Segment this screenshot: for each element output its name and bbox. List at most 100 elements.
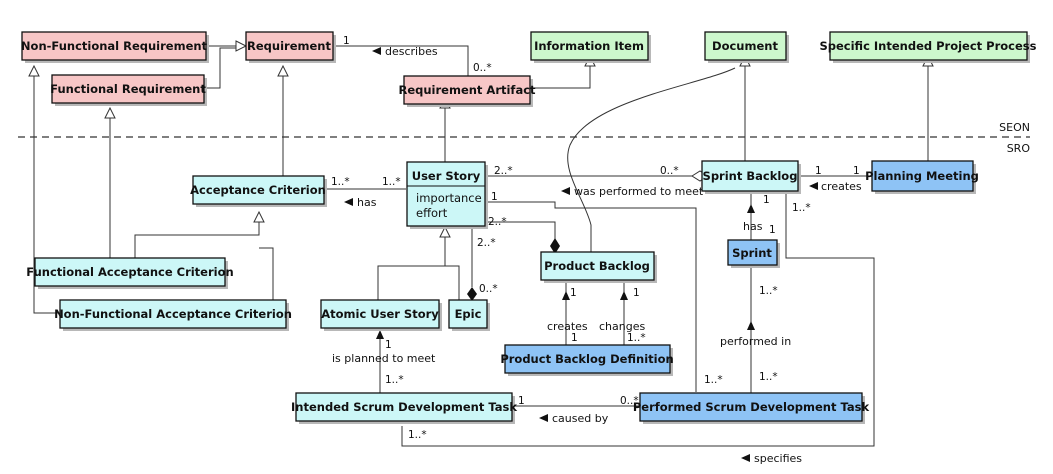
class-name: Product Backlog Definition	[500, 352, 673, 366]
label-performed-in: performed in	[720, 335, 791, 348]
label-changes: changes	[599, 320, 645, 333]
class-sprint-backlog[interactable]: Sprint Backlog	[701, 160, 801, 194]
class-product-backlog[interactable]: Product Backlog	[540, 251, 657, 283]
label-creates-pb: creates	[547, 320, 588, 333]
label-is-planned-to-meet: is planned to meet	[332, 352, 436, 365]
direction-arrow-changes	[620, 291, 628, 300]
class-intended-scrum-development-task[interactable]: Intended Scrum Development Task	[291, 392, 517, 424]
gen-functional-to-requirement	[204, 47, 236, 89]
gen-atomic-to-userstory	[377, 227, 446, 300]
mult-intended-caused: 1	[518, 395, 525, 407]
class-name: Acceptance Criterion	[190, 183, 326, 197]
label-describes: describes	[385, 45, 438, 58]
class-non-functional-acceptance-criterion[interactable]: Non-Functional Acceptance Criterion	[54, 299, 292, 331]
mult-intended-planned: 1..*	[385, 374, 404, 386]
class-name: Intended Scrum Development Task	[291, 400, 517, 414]
gen-nonfunctional-acc-to-acceptance	[259, 247, 274, 301]
mult-describes-artifact: 0..*	[473, 62, 492, 74]
class-name: Requirement Artifact	[398, 83, 536, 97]
gen-productbacklog-to-document	[567, 67, 736, 252]
mult-has-userstory: 1..*	[382, 176, 401, 188]
class-functional-acceptance-criterion[interactable]: Functional Acceptance Criterion	[26, 257, 234, 289]
direction-arrow-caused	[539, 414, 548, 422]
mult-userstory-backlog: 2..*	[494, 165, 513, 177]
mult-story-epic: 2..*	[477, 237, 496, 249]
class-sprint[interactable]: Sprint	[727, 239, 780, 268]
direction-arrow-planned	[376, 330, 384, 339]
mult-planning-right: 1	[853, 165, 860, 177]
class-performed-scrum-development-task[interactable]: Performed Scrum Development Task	[633, 392, 870, 424]
mult-sprintbacklog-story: 0..*	[660, 165, 679, 177]
gen-nonfunctional-acc-to-nonfunctional	[33, 66, 60, 314]
mult-pb-creates: 1	[570, 287, 577, 299]
direction-arrow-has-sprint	[747, 204, 755, 213]
class-name: Specific Intended Project Process	[819, 39, 1036, 53]
class-user-story[interactable]: User Story importance effort	[406, 161, 488, 229]
label-was-performed-to-meet: was performed to meet	[574, 185, 704, 198]
edge-labels: describes has was performed to meet crea…	[332, 45, 862, 465]
layer-label-sro: SRO	[1007, 142, 1031, 155]
triangle-acceptance	[253, 210, 265, 223]
label-caused-by: caused by	[552, 412, 609, 425]
class-product-backlog-definition[interactable]: Product Backlog Definition	[500, 344, 674, 376]
class-atomic-user-story[interactable]: Atomic User Story	[320, 299, 442, 331]
gen-epic-to-userstory	[445, 265, 460, 300]
class-epic[interactable]: Epic	[448, 299, 490, 331]
class-name: Functional Requirement	[50, 82, 206, 96]
class-requirement-artifact[interactable]: Requirement Artifact	[398, 75, 536, 107]
class-functional-requirement[interactable]: Functional Requirement	[50, 74, 207, 106]
mult-perf-meet: 1..*	[704, 374, 723, 386]
mult-story-performed: 1	[491, 191, 498, 203]
composition-diamond-epic	[467, 287, 477, 301]
class-requirement[interactable]: Requirement	[245, 31, 336, 63]
class-name: Planning Meeting	[865, 169, 979, 183]
edges	[33, 45, 929, 447]
direction-arrow-performed-to-meet	[561, 187, 570, 195]
assoc-describes	[335, 45, 469, 76]
class-name: Document	[712, 39, 778, 53]
composition-diamond-productbacklog	[550, 238, 560, 254]
mult-sprintbacklog-has: 1	[763, 194, 770, 206]
label-specifies: specifies	[754, 452, 802, 465]
mult-epic-story: 0..*	[479, 283, 498, 295]
class-non-functional-requirement[interactable]: Non-Functional Requirement	[21, 31, 209, 63]
class-name: Sprint Backlog	[703, 169, 798, 183]
direction-arrow-describes	[372, 47, 381, 55]
mult-story-productbacklog: 2..*	[488, 216, 507, 228]
class-name: Information Item	[534, 39, 644, 53]
class-specific-intended-project-process[interactable]: Specific Intended Project Process	[819, 31, 1037, 63]
class-name: User Story	[412, 169, 481, 183]
class-name: Non-Functional Requirement	[21, 39, 208, 53]
mult-pbd-changes: 1..*	[627, 332, 646, 344]
triangle-nonfunctional	[28, 64, 40, 77]
triangle-requirement-bottom	[277, 64, 289, 77]
mult-planning-left: 1	[815, 165, 822, 177]
class-name: Requirement	[247, 39, 331, 53]
attribute-importance: importance	[416, 191, 482, 205]
class-planning-meeting[interactable]: Planning Meeting	[865, 160, 979, 194]
direction-arrow-creates	[809, 182, 818, 190]
class-document[interactable]: Document	[704, 31, 789, 63]
class-name: Non-Functional Acceptance Criterion	[54, 307, 292, 321]
multiplicities: 1 0..* 1..* 1..* 2..* 0..* 1 2..* 2..* 0…	[331, 35, 860, 441]
direction-arrow-specifies	[741, 454, 750, 462]
label-has-sprint: has	[743, 220, 763, 233]
class-name: Sprint	[732, 246, 772, 260]
label-has: has	[357, 196, 377, 209]
class-name: Functional Acceptance Criterion	[26, 265, 233, 279]
assoc-was-performed-to-meet	[485, 201, 697, 392]
gen-functional-acc-to-acceptance	[134, 212, 260, 258]
label-creates-sprint: creates	[821, 180, 862, 193]
class-name: Epic	[455, 307, 482, 321]
class-name: Product Backlog	[544, 259, 650, 273]
mult-perf-caused: 0..*	[620, 395, 639, 407]
class-acceptance-criterion[interactable]: Acceptance Criterion	[190, 175, 327, 207]
class-name: Atomic User Story	[321, 307, 439, 321]
layer-label-seon: SEON	[999, 121, 1030, 134]
direction-arrow-creates-pb	[562, 291, 570, 300]
mult-intended-specifies: 1..*	[408, 429, 427, 441]
class-information-item[interactable]: Information Item	[530, 31, 651, 63]
assoc-specifies	[401, 193, 875, 447]
gen-artifact-to-information	[531, 66, 591, 89]
